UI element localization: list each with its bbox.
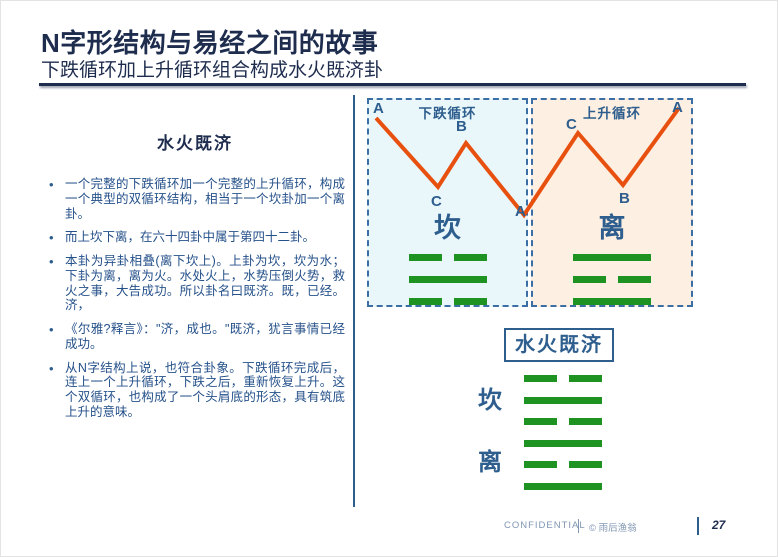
panel-heading: 水火既济 [157, 134, 233, 153]
yin-line [524, 375, 602, 382]
bullet-list: 一个完整的下跌循环加一个完整的上升循环，构成一个典型的双循环结构，相当于一个坎卦… [49, 177, 345, 429]
yang-line [573, 254, 651, 261]
yin-line [408, 298, 487, 305]
left-panel: 水火既济 一个完整的下跌循环加一个完整的上升循环，构成一个典型的双循环结构，相当… [41, 121, 349, 419]
title-rule [39, 83, 746, 86]
yin-line [524, 418, 602, 425]
li-trigram-label: 离 [598, 213, 626, 243]
point-label-a-end: A [672, 99, 683, 116]
yang-line [524, 482, 602, 490]
hexagram-upper-label: 坎 [478, 387, 502, 414]
yang-line [408, 276, 487, 283]
point-label-a-start: A [373, 100, 384, 117]
footer-divider [697, 517, 699, 535]
yang-line [524, 396, 602, 404]
point-label-c-high: C [566, 116, 577, 133]
bullet-item: 本卦为异卦相叠(离下坎上)。上卦为坎，坎为水；下卦为离，离为火。水处火上，水势压… [49, 254, 345, 313]
rising-cycle-label: 上升循环 [583, 106, 641, 121]
hexagram-title-box: 水火既济 [504, 328, 614, 362]
falling-cycle-label: 下跌循环 [418, 106, 477, 121]
content-divider [353, 95, 355, 507]
hexagram-lower-label: 离 [478, 449, 502, 476]
point-label-c-low: C [431, 193, 442, 210]
bullet-item: 从N字结构上说，也符合卦象。下跌循环完成后，连上一个上升循环，下跌之后，重新恢复… [49, 361, 345, 420]
yin-line [524, 461, 602, 468]
page-subtitle: 下跌循环加上升循环组合构成水火既济卦 [41, 60, 384, 81]
point-label-b-pullback: B [619, 190, 630, 207]
li-trigram-lines [531, 254, 693, 320]
hexagram-lines [524, 375, 602, 504]
kan-trigram-lines [367, 254, 528, 320]
yin-line [573, 276, 651, 283]
point-label-a-junction: A [515, 203, 526, 220]
kan-trigram-label: 坎 [434, 213, 461, 243]
bullet-item: 而上坎下离，在六十四卦中属于第四十二卦。 [49, 230, 345, 245]
page-title: N字形结构与易经之间的故事 [41, 28, 379, 58]
footer-divider [578, 519, 579, 533]
yang-line [524, 439, 602, 447]
copyright-credit: © 雨后渔翁 [589, 523, 637, 534]
point-label-b-rebound: B [456, 118, 467, 135]
page-number: 27 [712, 518, 726, 532]
bullet-item: 一个完整的下跌循环加一个完整的上升循环，构成一个典型的双循环结构，相当于一个坎卦… [49, 177, 345, 221]
yin-line [408, 254, 487, 261]
confidential-label: CONFIDENTIAL [504, 520, 586, 531]
yang-line [573, 298, 651, 305]
bullet-item: 《尔雅?释言》："济，成也。"既济，犹言事情已经成功。 [49, 322, 345, 352]
